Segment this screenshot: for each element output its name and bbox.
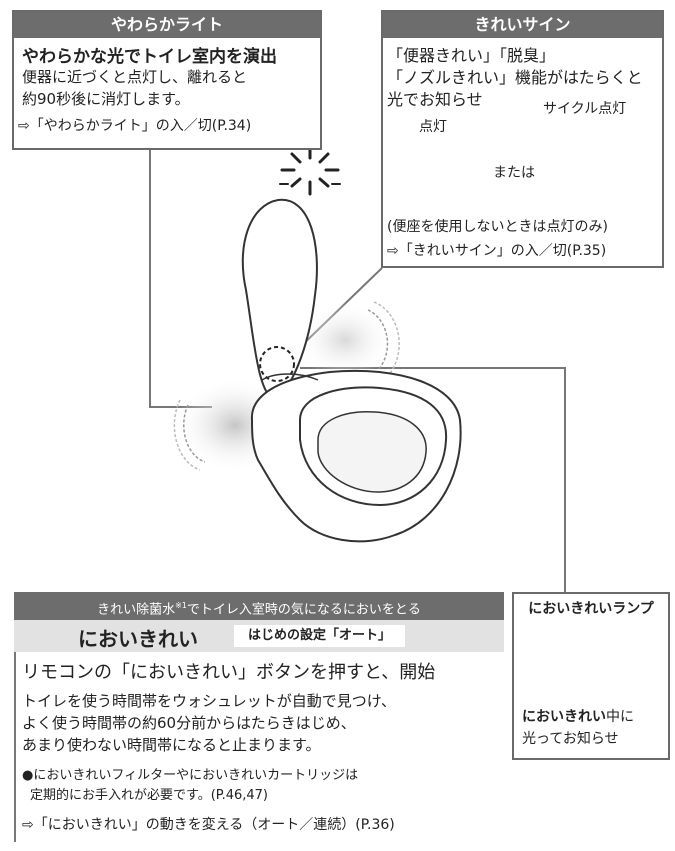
or-label: または: [493, 165, 535, 181]
lamp-header: においきれいランプ: [528, 601, 654, 617]
yawaraka-desc-2: 約90秒後に消灯します。: [22, 90, 190, 108]
leader-line-yawaraka: [149, 148, 212, 408]
nioi-ref: ⇨「においきれい」の動きを変える（オート／連続）(P.36): [22, 817, 395, 833]
nioi-lamp-box: においきれいランプ においきれい中に 光ってお知らせ: [512, 592, 670, 760]
nioi-desc-2: よく使う時間帯の約60分前からはたらきはじめ、: [22, 714, 356, 732]
yawaraka-desc-1: 便器に近づくと点灯し、離れると: [22, 68, 248, 86]
nioi-title-bar: においきれい はじめの設定「オート」: [14, 620, 504, 652]
kirei-sign-header: きれいサイン: [383, 12, 662, 38]
nioi-bullet-2: 定期的にお手入れが必要です。(P.46,47): [30, 788, 269, 803]
nioi-bullet-1: ●においきれいフィルターやにおいきれいカートリッジは: [22, 768, 359, 783]
kirei-sign-ref: ⇨「きれいサイン」の入／切(P.35): [387, 243, 607, 259]
light-label: 点灯: [419, 119, 447, 135]
nioi-initial-setting: はじめの設定「オート」: [234, 625, 406, 647]
light-burst-icon: [279, 144, 341, 196]
cycle-label: サイクル点灯: [543, 101, 627, 117]
kirei-sign-title-1: 「便器きれい」「脱臭」: [387, 46, 556, 65]
lamp-text-1: においきれい中に: [522, 706, 634, 726]
nioi-desc-1: トイレを使う時間帯をウォシュレットが自動で見つけ、: [22, 692, 396, 710]
kirei-sign-note: (便座を使用しないときは点灯のみ): [387, 219, 608, 235]
yawaraka-ref: ⇨「やわらかライト」の入／切(P.34): [18, 118, 252, 134]
lamp-text-2: 光ってお知らせ: [522, 731, 619, 747]
kirei-sign-location: [259, 346, 295, 382]
nioi-banner-post: でトイレ入室時の気になるにおいをとる: [186, 602, 421, 618]
lamp-text-1-rest: 中に: [606, 709, 634, 725]
nioi-desc-3: あまり使わない時間帯になると止まります。: [22, 736, 321, 754]
nioi-lead: リモコンの「においきれい」ボタンを押すと、開始: [22, 662, 436, 683]
nioi-title: においきれい: [78, 627, 198, 651]
nioi-banner-sup: ※1: [175, 601, 187, 610]
kirei-sign-title-3: 光でお知らせ: [387, 90, 483, 109]
yawaraka-title: やわらかな光でトイレ室内を演出: [22, 47, 277, 67]
nioi-left-rule: [14, 652, 16, 842]
lamp-text-1-em: においきれい: [522, 709, 606, 725]
yawaraka-header: やわらかライト: [14, 12, 320, 38]
kirei-sign-box: きれいサイン 「便器きれい」「脱臭」 「ノズルきれい」機能がはたらくと 光でお知…: [381, 10, 664, 268]
yawaraka-light-box: やわらかライト やわらかな光でトイレ室内を演出 便器に近づくと点灯し、離れると …: [12, 10, 322, 150]
kirei-sign-title-2: 「ノズルきれい」機能がはたらくと: [387, 68, 643, 87]
nioi-banner: きれい除菌水※1でトイレ入室時の気になるにおいをとる: [14, 592, 504, 620]
nioi-banner-pre: きれい除菌水: [97, 602, 176, 618]
leader-line-lamp: [300, 367, 566, 592]
